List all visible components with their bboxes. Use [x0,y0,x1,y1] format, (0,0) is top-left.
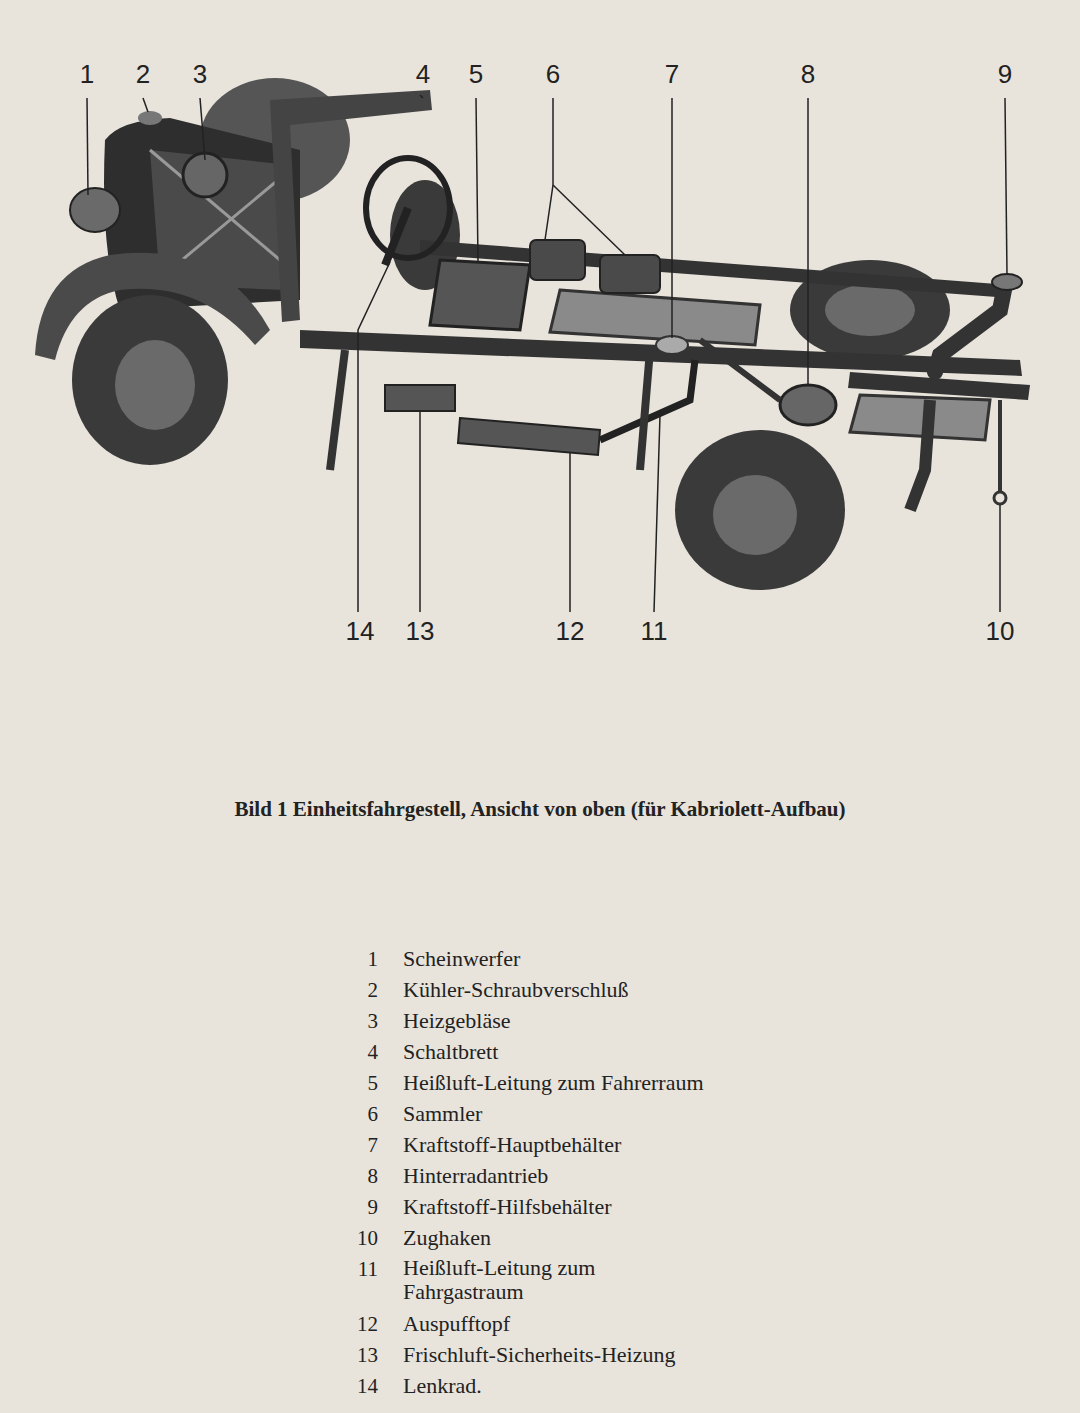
callout-number: 5 [454,60,498,90]
leader-lines [87,95,1007,612]
leader-line [200,98,205,160]
list-number: 2 [338,978,378,1002]
part-name: Heißluft-Leitung zum Fahrerraum [403,1070,704,1095]
leader-line [1005,98,1007,274]
heater-box [385,385,455,411]
list-number: 6 [338,1102,378,1126]
list-number: 11 [338,1257,378,1281]
part-name: Auspufftopf [403,1311,510,1336]
part-name: Scheinwerfer [403,946,520,971]
engine-strut [150,150,280,260]
callout-number: 7 [650,60,694,90]
callout-number: 14 [338,617,382,647]
part-name: Lenkrad. [403,1373,482,1398]
dashboard [270,90,432,322]
rear-pipe [910,400,930,510]
callout-number: 13 [398,617,442,647]
list-number: 5 [338,1071,378,1095]
rear-wheel [675,430,845,590]
leader-line [419,411,421,612]
floor-plate [550,290,760,345]
driveshaft [700,340,780,400]
tow-hook-bar [998,400,1002,492]
fuel-cap [656,336,688,354]
leader-line [358,262,390,612]
aux-tank-cap [992,274,1022,290]
list-number: 7 [338,1133,378,1157]
list-number: 10 [338,1226,378,1250]
list-number: 14 [338,1374,378,1398]
leader-line [999,505,1001,612]
frame-bracket [640,350,650,470]
part-name: Schaltbrett [403,1039,498,1064]
list-number: 1 [338,947,378,971]
part-name: Heizgebläse [403,1008,511,1033]
part-name: Heißluft-Leitung zum Fahrgastraum [403,1256,673,1304]
front-wheel [72,295,228,465]
tow-hook [994,492,1006,504]
part-name: Sammler [403,1101,482,1126]
callout-number: 12 [548,617,592,647]
callout-number: 3 [178,60,222,90]
radiator-cap [138,111,162,125]
front-fender [35,253,270,360]
list-number: 3 [338,1009,378,1033]
leader-line [654,415,660,612]
list-number: 9 [338,1195,378,1219]
part-name: Frischluft-Sicherheits-Heizung [403,1342,676,1367]
list-number: 4 [338,1040,378,1064]
wheel-hub [115,340,195,430]
leader-line [420,95,423,98]
leader-line [553,185,625,255]
leader-line [143,98,148,112]
battery [600,255,660,293]
leader-line [807,98,809,386]
list-number: 12 [338,1312,378,1336]
list-number: 8 [338,1164,378,1188]
frame-bracket [330,350,345,470]
part-name: Kraftstoff-Hilfsbehälter [403,1194,612,1219]
leader-line [671,98,673,338]
callout-number: 6 [531,60,575,90]
battery [530,240,585,280]
gearbox [430,260,530,330]
callout-number: 4 [401,60,445,90]
leader-line [87,98,88,195]
leader-line [569,452,571,612]
part-name: Kühler-Schraubverschluß [403,977,629,1002]
part-name: Zughaken [403,1225,491,1250]
muffler [458,418,600,455]
rear-plate [850,395,990,440]
steering-column [385,208,408,265]
callout-number: 11 [632,617,676,647]
part-name: Hinterradantrieb [403,1163,548,1188]
callout-number: 9 [983,60,1027,90]
part-name: Kraftstoff-Hauptbehälter [403,1132,621,1157]
figure-caption: Bild 1 Einheitsfahrgestell, Ansicht von … [100,797,980,821]
leader-line [545,98,553,240]
callout-number: 10 [978,617,1022,647]
callout-number: 2 [121,60,165,90]
callout-number: 1 [65,60,109,90]
headlight [70,188,120,232]
wheel-hub [825,284,915,336]
fuel-filler-pipe [935,285,1005,372]
leader-line [476,98,478,262]
callout-number: 8 [786,60,830,90]
rear-drive [780,385,836,425]
list-number: 13 [338,1343,378,1367]
wheel-hub [713,475,797,555]
